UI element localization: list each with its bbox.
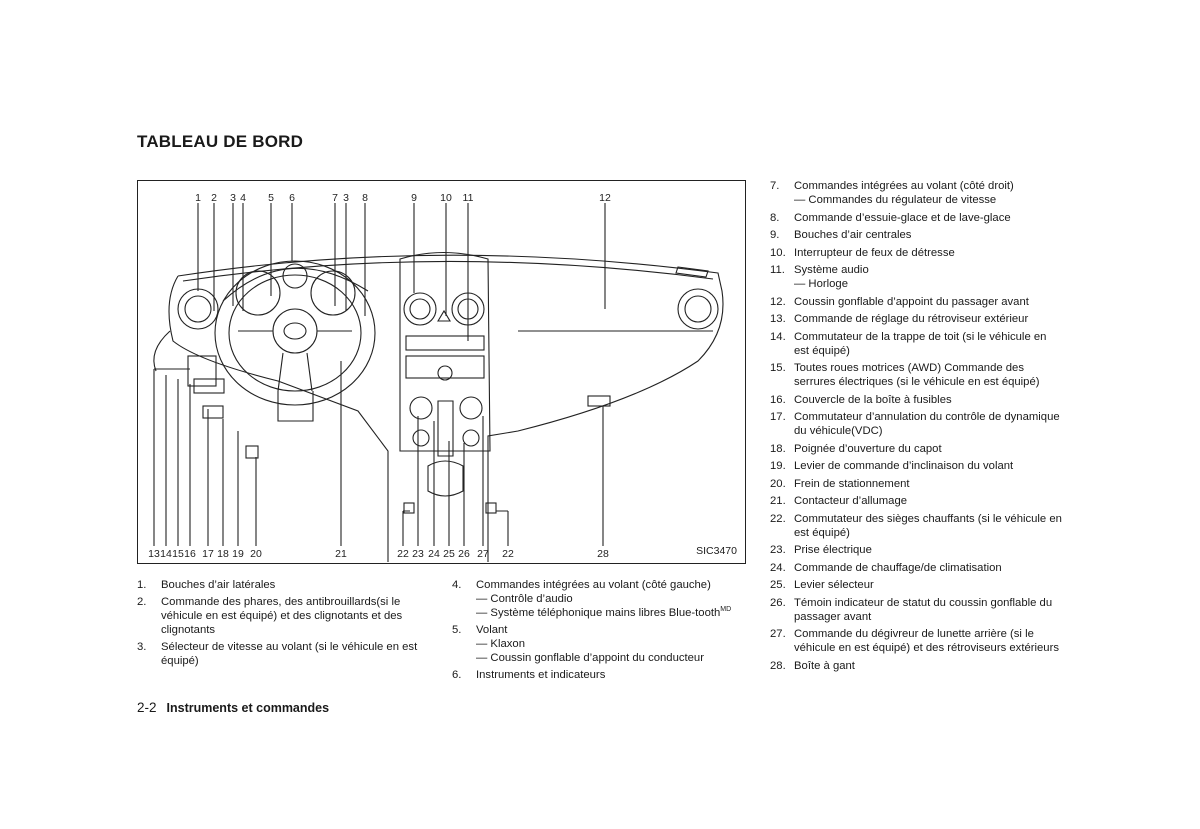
list-item: 7.Commandes intégrées au volant (côté dr… (770, 180, 1014, 206)
list-item: 10.Interrupteur de feux de détresse (770, 246, 955, 259)
callout-13: 13 (148, 548, 160, 560)
callout-8: 8 (362, 192, 368, 204)
callout-25: 25 (443, 548, 455, 560)
list-item: 9.Bouches d’air centrales (770, 229, 912, 241)
callout-12: 12 (599, 192, 611, 204)
callout-14: 14 (160, 548, 172, 560)
callout-10: 10 (440, 192, 452, 204)
list-item: 8.Commande d’essuie-glace et de lave-gla… (770, 211, 1011, 224)
legend-column-3: 7.Commandes intégrées au volant (côté dr… (770, 179, 1063, 676)
list-item: 11.Système audio— Horloge (770, 264, 869, 290)
callout-18: 18 (217, 548, 229, 560)
list-item: 3.Sélecteur de vitesse au volant (si le … (137, 641, 418, 667)
callout-26: 26 (458, 548, 470, 560)
list-item: 25.Levier sélecteur (770, 579, 874, 591)
callout-17: 17 (202, 548, 214, 560)
list-item: 13.Commande de réglage du rétroviseur ex… (770, 313, 1029, 325)
list-item: 23.Prise électrique (770, 544, 872, 556)
list-item: 17.Commutateur d’annulation du contrôle … (770, 411, 1060, 437)
callout-3b: 3 (343, 192, 349, 204)
callout-27: 27 (477, 548, 489, 560)
page-title: TABLEAU DE BORD (137, 132, 304, 151)
callout-28: 28 (597, 548, 609, 560)
callout-9: 9 (411, 192, 417, 204)
section-name: Instruments et commandes (166, 701, 330, 715)
list-item: 27.Commande du dégivreur de lunette arri… (770, 628, 1059, 654)
callout-22: 22 (397, 548, 409, 560)
list-item: 18.Poignée d’ouverture du capot (770, 442, 942, 455)
callout-21: 21 (335, 548, 347, 560)
callout-23: 23 (412, 548, 424, 560)
callout-2: 2 (211, 192, 217, 204)
dashboard-illustration: 1 2 3 4 5 6 7 3 8 9 10 11 12 13 14 15 16… (148, 192, 724, 562)
callout-7: 7 (332, 192, 338, 204)
list-item: 2.Commande des phares, des antibrouillar… (137, 596, 403, 636)
legend-column-1: 1.Bouches d’air latérales 2.Commande des… (137, 578, 429, 671)
list-item: 15.Toutes roues motrices (AWD) Commande … (770, 362, 1040, 388)
list-item: 22.Commutateur des sièges chauffants (si… (770, 512, 1062, 539)
list-item: 26.Témoin indicateur de statut du coussi… (770, 596, 1053, 623)
callout-3: 3 (230, 192, 236, 204)
callout-6: 6 (289, 192, 295, 204)
legend-column-2: 4.Commandes intégrées au volant (côté ga… (452, 578, 732, 685)
callout-11: 11 (463, 192, 474, 204)
callout-5: 5 (268, 192, 274, 204)
callout-16: 16 (184, 548, 196, 560)
list-item: 4.Commandes intégrées au volant (côté ga… (452, 579, 732, 619)
callout-24: 24 (428, 548, 440, 560)
callout-1: 1 (195, 192, 201, 204)
callout-4: 4 (240, 192, 246, 204)
callout-22b: 22 (502, 548, 514, 560)
page-number: 2-2 (137, 700, 157, 715)
dashboard-diagram: 1 2 3 4 5 6 7 3 8 9 10 11 12 13 14 15 16… (137, 180, 746, 564)
page-footer: 2-2 Instruments et commandes (137, 700, 329, 715)
list-item: 6.Instruments et indicateurs (452, 669, 606, 681)
list-item: 1.Bouches d’air latérales (137, 579, 276, 591)
callout-15: 15 (172, 548, 184, 560)
list-item: 19.Levier de commande d’inclinaison du v… (770, 460, 1014, 472)
list-item: 14.Commutateur de la trappe de toit (si … (770, 330, 1047, 357)
list-item: 5.Volant — Klaxon — Coussin gonflable d’… (452, 624, 704, 664)
list-item: 20.Frein de stationnement (770, 477, 910, 490)
list-item: 21.Contacteur d’allumage (770, 495, 908, 507)
callout-19: 19 (232, 548, 244, 560)
figure-id: SIC3470 (696, 545, 737, 557)
list-item: 24.Commande de chauffage/de climatisatio… (770, 561, 1002, 574)
list-item: 12.Coussin gonflable d’appoint du passag… (770, 295, 1029, 308)
list-item: 28.Boîte à gant (770, 659, 855, 672)
callout-20: 20 (250, 548, 262, 560)
list-item: 16.Couvercle de la boîte à fusibles (770, 393, 952, 406)
